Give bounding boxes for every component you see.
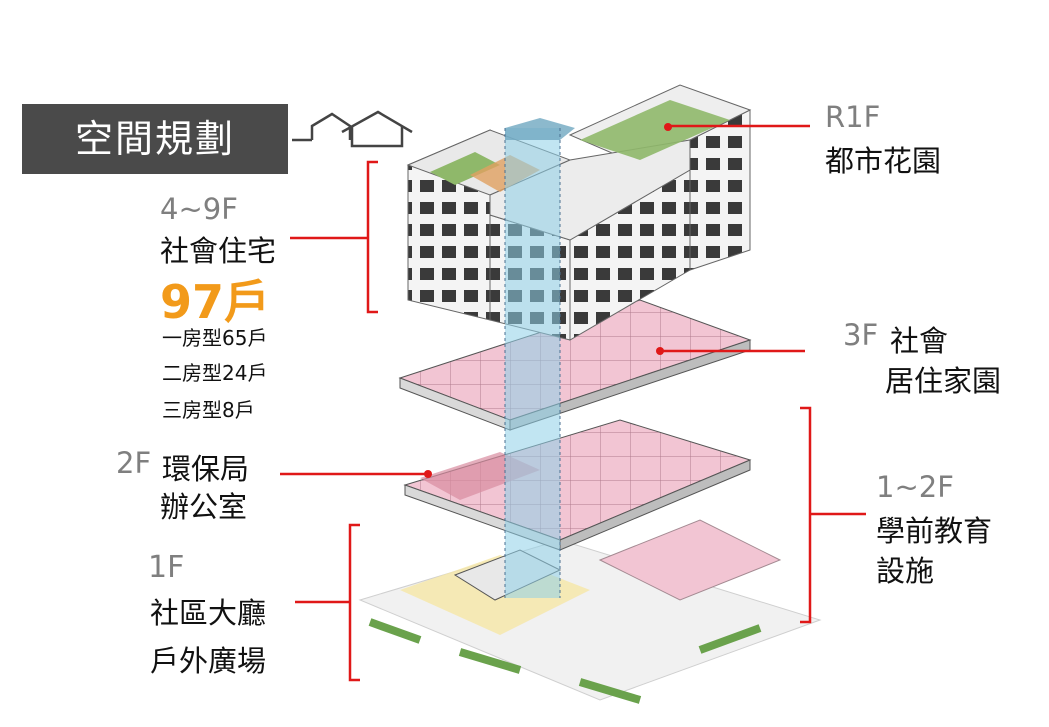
ground-floor-slab	[358, 519, 822, 704]
second-floor-name-2: 辦公室	[160, 490, 248, 524]
housing-type-2: 二房型24戶	[162, 361, 268, 385]
callout-dots	[424, 123, 672, 478]
second-floor-name-1: 環保局	[162, 452, 250, 486]
house-outline-icon	[292, 110, 413, 148]
third-floor-name-2: 居住家園	[885, 364, 1002, 398]
housing-floor-label: 4~9F	[160, 192, 238, 226]
housing-name-label: 社會住宅	[160, 234, 277, 268]
page-title: 空間規劃	[74, 117, 235, 161]
housing-type-1: 一房型65戶	[162, 326, 268, 350]
third-floor-name-1: 社會	[890, 324, 949, 358]
first-floor-name-2: 戶外廣場	[150, 644, 267, 678]
preschool-name-2: 設施	[876, 554, 935, 588]
preschool-floor-label: 1~2F	[876, 470, 954, 504]
housing-units-count: 97戶	[160, 275, 271, 329]
preschool-name-1: 學前教育	[876, 514, 993, 548]
title-banner: 空間規劃	[22, 104, 288, 174]
first-floor-name-1: 社區大廳	[150, 596, 267, 630]
first-floor-label: 1F	[148, 550, 185, 585]
roof-name-label: 都市花園	[825, 144, 942, 178]
roof-floor-label: R1F	[825, 100, 881, 134]
second-floor-label: 2F	[116, 446, 152, 480]
housing-tower	[406, 84, 752, 341]
third-floor-label: 3F	[843, 318, 879, 352]
callout-lines	[280, 124, 866, 682]
housing-type-3: 三房型8戶	[162, 398, 255, 422]
elevator-shaft	[504, 118, 575, 598]
